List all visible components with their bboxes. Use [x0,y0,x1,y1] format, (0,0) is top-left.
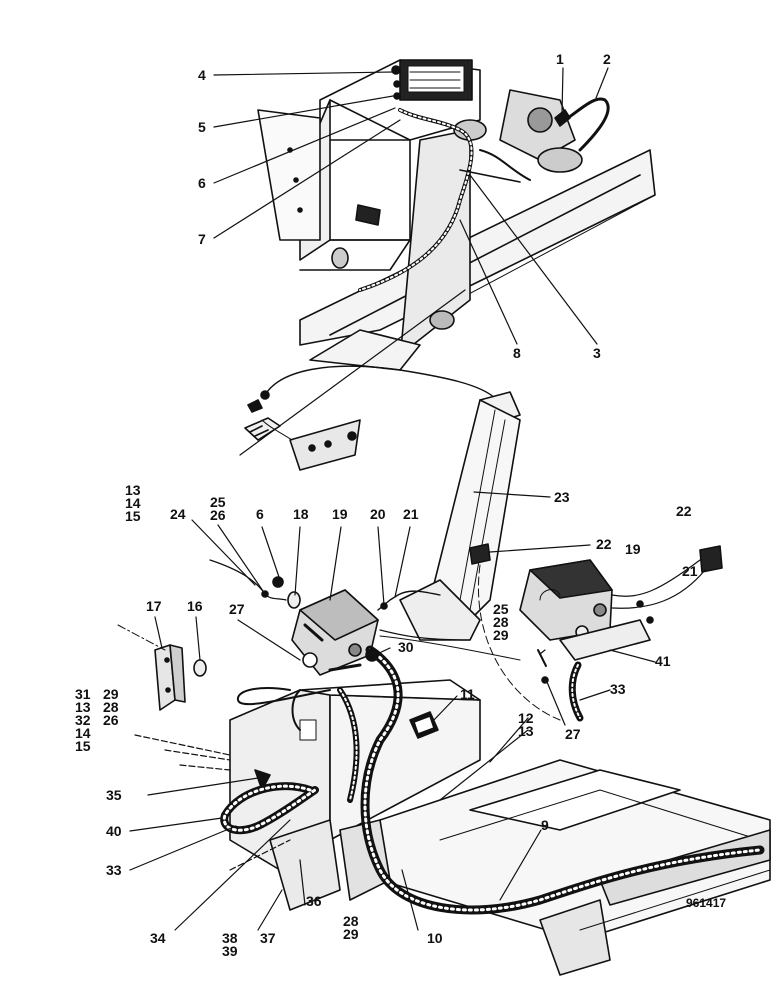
callout-21: 21 [403,506,419,522]
heater-unit-left [209,559,521,676]
callout-27: 27 [229,601,245,617]
upper-leader-lines [213,67,609,456]
callout-stack-29-28-26: 29 28 26 [103,686,119,728]
callout-19: 19 [332,506,348,522]
callout-36: 36 [306,893,322,909]
callout-20: 20 [370,506,386,522]
callout-4: 4 [198,67,206,83]
callout-41: 41 [655,653,671,669]
callout-37: 37 [260,930,276,946]
figure-number: 961417 [686,896,727,910]
callout-19-right: 19 [625,541,641,557]
callout-2: 2 [603,51,611,67]
callout-23: 23 [554,489,570,505]
callout-8: 8 [513,345,521,361]
callout-24: 24 [170,506,186,522]
callout-35: 35 [106,787,122,803]
control-cable-assembly [244,365,496,471]
callout-21-right: 21 [682,563,698,579]
callout-stack-12-13: 12 13 [518,710,534,739]
callout-30: 30 [398,639,414,655]
callout-6-lower: 6 [256,506,264,522]
heater-unit-right [478,545,723,722]
callout-3: 3 [593,345,601,361]
pillar-assembly [399,391,521,641]
upper-chassis-assembly [257,59,656,371]
callout-7: 7 [198,231,206,247]
callout-9: 9 [541,817,549,833]
callout-22: 22 [596,536,612,552]
callout-17: 17 [146,598,162,614]
lower-cab-floor [229,679,771,976]
bracket-assembly [117,624,207,711]
callout-stack-31-13-32-14-15: 31 13 32 14 15 [75,686,91,754]
callout-stack-25-26: 25 26 [210,494,226,523]
callout-40: 40 [106,823,122,839]
callout-34: 34 [150,930,166,946]
lower-hoses [220,645,765,915]
callout-16: 16 [187,598,203,614]
callout-11: 11 [460,686,475,702]
callout-18: 18 [293,506,309,522]
callout-10: 10 [427,930,443,946]
callout-27-right: 27 [565,726,581,742]
callout-33-right: 33 [610,681,626,697]
callout-stack-28-29: 28 29 [343,913,359,942]
callout-stack-25-28-29: 25 28 29 [493,601,509,643]
lower-leader-lines [129,491,656,931]
callout-stack-13-14-15: 13 14 15 [125,482,141,524]
callout-22-right: 22 [676,503,692,519]
callout-5: 5 [198,119,206,135]
callout-1: 1 [556,51,564,67]
callout-33: 33 [106,862,122,878]
callout-stack-38-39: 38 39 [222,930,238,959]
callout-6: 6 [198,175,206,191]
